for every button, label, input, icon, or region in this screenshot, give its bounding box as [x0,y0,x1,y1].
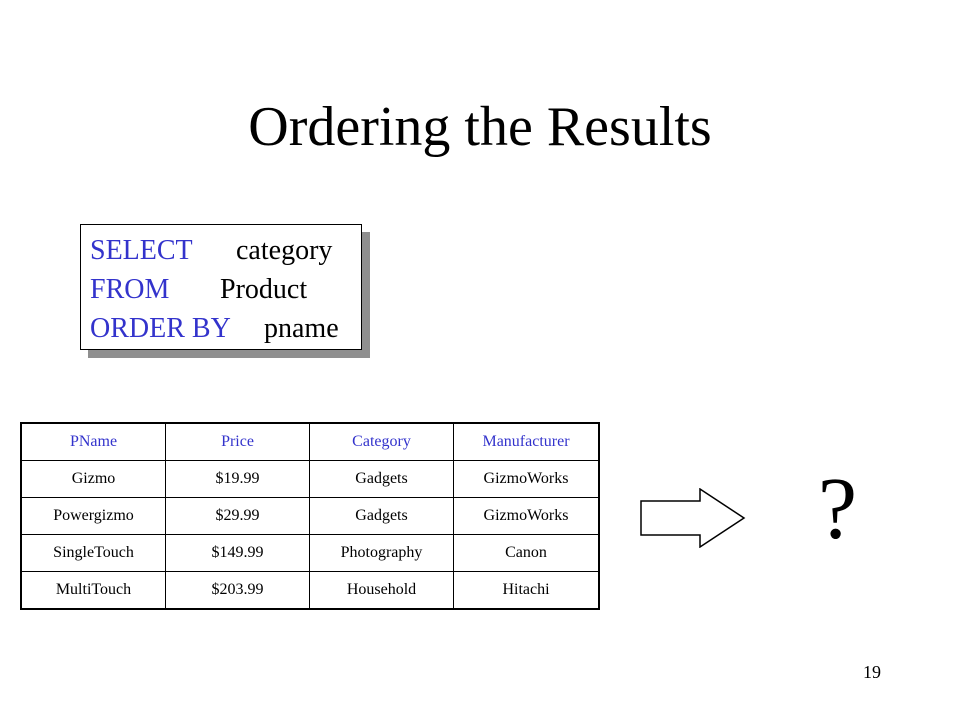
order-by-value: pname [264,313,339,344]
table-cell: $29.99 [165,497,310,535]
table-cell: $149.99 [165,534,310,572]
table-cell: Household [309,571,454,610]
table-cell: GizmoWorks [453,460,600,498]
sql-query-box: SELECT category FROM Product ORDER BY pname [80,224,362,350]
table-row: SingleTouch $149.99 Photography Canon [20,534,600,572]
from-value: Product [220,274,308,305]
table-cell: MultiTouch [20,571,166,610]
table-header-row: PName Price Category Manufacturer [20,422,600,461]
table-cell: Canon [453,534,600,572]
table-cell: Photography [309,534,454,572]
table-cell: Gadgets [309,497,454,535]
from-keyword: FROM [90,274,170,305]
slide-number: 19 [863,662,881,682]
order-by-clause: ORDER BY pname [90,309,361,348]
column-header: Category [309,422,454,461]
slide-title: Ordering the Results [248,96,712,158]
table-row: Gizmo $19.99 Gadgets GizmoWorks [20,460,600,498]
table-cell: Gadgets [309,460,454,498]
table-cell: Gizmo [20,460,166,498]
table-cell: $203.99 [165,571,310,610]
from-clause: FROM Product [90,270,361,309]
table-cell: $19.99 [165,460,310,498]
order-by-keyword: ORDER BY [90,313,231,344]
select-keyword: SELECT [90,235,193,266]
table-cell: SingleTouch [20,534,166,572]
column-header: PName [20,422,166,461]
select-value: category [236,235,333,266]
table-cell: GizmoWorks [453,497,600,535]
column-header: Manufacturer [453,422,600,461]
column-header: Price [165,422,310,461]
table-row: Powergizmo $29.99 Gadgets GizmoWorks [20,497,600,535]
unknown-result-mark: ? [818,461,858,558]
select-clause: SELECT category [90,231,361,270]
right-arrow-icon [640,488,746,548]
table-cell: Powergizmo [20,497,166,535]
table-row: MultiTouch $203.99 Household Hitachi [20,571,600,610]
table-cell: Hitachi [453,571,600,610]
product-table: PName Price Category Manufacturer Gizmo … [20,422,600,610]
